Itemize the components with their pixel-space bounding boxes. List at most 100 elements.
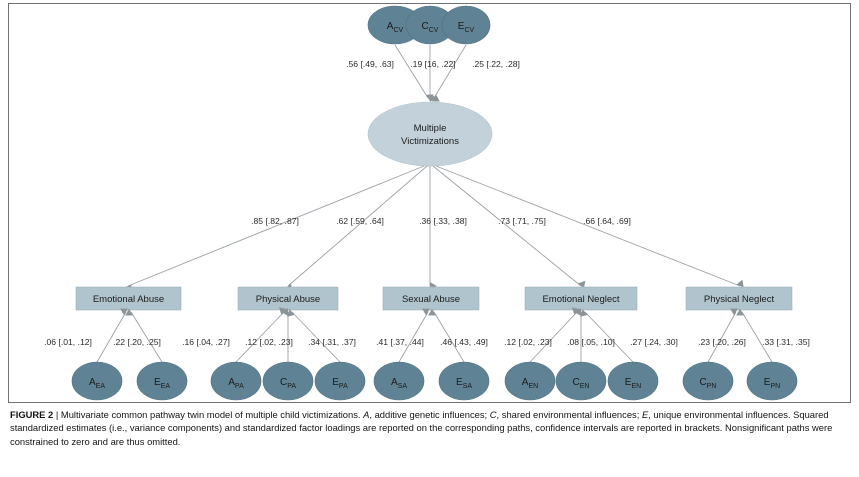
caption-text-4: , unique environmental influences. Squar…	[10, 409, 833, 447]
path-label-CPN: .23 [.20, .26]	[698, 337, 746, 347]
caption-abbr-E: E	[641, 409, 649, 420]
node-EEA[interactable]: EEA	[136, 361, 188, 401]
loading-label-sexual-abuse: .36 [.33, .38]	[419, 216, 467, 226]
path-label-ACV: .56 [.49, .63]	[346, 59, 394, 69]
ellipse-APA	[210, 361, 262, 401]
path-common-to-emotional-abuse	[124, 165, 425, 293]
ellipse-EEA	[136, 361, 188, 401]
ellipse-EPN	[746, 361, 798, 401]
ellipse-ASA	[373, 361, 425, 401]
node-EPA[interactable]: EPA	[314, 361, 366, 401]
node-EPN[interactable]: EPN	[746, 361, 798, 401]
path-label-CEN: .08 [.05, .10]	[567, 337, 615, 347]
path-APA-to-physical-abuse	[235, 307, 287, 363]
caption-figure-number: FIGURE 2	[10, 409, 54, 420]
node-sexual-abuse[interactable]: Sexual Abuse	[382, 286, 480, 311]
node-AEN-label: AEN	[522, 377, 538, 390]
ellipse-CEN	[555, 361, 607, 401]
node-physical-abuse[interactable]: Physical Abuse	[237, 286, 339, 311]
common-factor-label: Multiple	[414, 123, 447, 134]
specific-paths-group	[96, 307, 773, 363]
path-label-AEA: .06 [.01, .12]	[44, 337, 92, 347]
caption-separator: |	[53, 409, 61, 420]
node-CPN[interactable]: CPN	[682, 361, 734, 401]
path-common-to-physical-neglect	[435, 165, 744, 288]
path-label-EPA: .34 [.31, .37]	[308, 337, 356, 347]
ellipse-EPA	[314, 361, 366, 401]
node-ACV[interactable]: ACV	[367, 5, 423, 45]
path-label-ECV: .25 [.22, .28]	[472, 59, 520, 69]
path-label-CPA: .12 [.02, .23]	[245, 337, 293, 347]
loading-label-physical-neglect: .66 [.64, .69]	[583, 216, 631, 226]
path-label-CCV: .19 [16, .22]	[410, 59, 455, 69]
node-CEN-label: CEN	[573, 377, 590, 390]
path-label-EEA: .22 [.20, .25]	[113, 337, 161, 347]
path-AEN-to-emotional-neglect	[529, 307, 580, 363]
loading-label-physical-abuse: .62 [.59, .64]	[336, 216, 384, 226]
node-APA[interactable]: APA	[210, 361, 262, 401]
path-EEA-to-emotional-abuse	[125, 308, 163, 363]
rect-label-sexual-abuse: Sexual Abuse	[402, 294, 460, 305]
path-ACV-to-common	[394, 44, 434, 102]
path-CPN-to-physical-neglect	[707, 308, 738, 363]
path-common-to-physical-abuse	[285, 165, 428, 292]
node-APA-label: APA	[228, 377, 244, 390]
path-label-AEN: .12 [.02, .23]	[504, 337, 552, 347]
path-common-to-emotional-neglect	[432, 165, 586, 289]
node-EPN-label: EPN	[764, 377, 780, 390]
node-CPN-label: CPN	[700, 377, 717, 390]
top-paths-group	[394, 44, 467, 102]
rect-label-physical-abuse: Physical Abuse	[256, 294, 320, 305]
node-EPA-label: EPA	[332, 377, 348, 390]
caption-text-2: , additive genetic influences;	[369, 409, 490, 420]
path-label-APA: .16 [.04, .27]	[182, 337, 230, 347]
path-EPN-to-physical-neglect	[736, 308, 773, 363]
path-EEN-to-emotional-neglect	[580, 309, 634, 363]
rect-label-emotional-abuse: Emotional Abuse	[93, 294, 164, 305]
path-AEA-to-emotional-abuse	[96, 308, 128, 363]
node-EEA-label: EEA	[154, 377, 170, 390]
loading-label-emotional-neglect: .73 [.71, .75]	[498, 216, 546, 226]
ellipse-EEN	[607, 361, 659, 401]
node-CPA[interactable]: CPA	[262, 361, 314, 401]
caption-abbr-A: A	[363, 409, 370, 420]
path-label-EPN: .33 [.31, .35]	[762, 337, 810, 347]
ellipse-ESA	[438, 361, 490, 401]
ellipse-ECV	[441, 5, 491, 45]
path-label-ESA: .46 [.43, .49]	[440, 337, 488, 347]
loading-paths-group	[124, 165, 744, 293]
loading-label-emotional-abuse: .85 [.82, .87]	[251, 216, 299, 226]
rect-label-emotional-neglect: Emotional Neglect	[542, 294, 619, 305]
node-CEN[interactable]: CEN	[555, 361, 607, 401]
path-label-ASA: .41 [.37, .44]	[376, 337, 424, 347]
caption-text-3: , shared environmental influences;	[496, 409, 642, 420]
common-factor-label-2: Victimizations	[401, 136, 459, 147]
node-AEA[interactable]: AEA	[71, 361, 123, 401]
ellipse-CPN	[682, 361, 734, 401]
node-ASA[interactable]: ASA	[373, 361, 425, 401]
node-multiple-victimizations[interactable]: Multiple Victimizations	[367, 101, 493, 167]
node-AEA-label: AEA	[89, 377, 105, 390]
node-ESA-label: ESA	[456, 377, 472, 390]
rect-label-physical-neglect: Physical Neglect	[704, 294, 775, 305]
node-emotional-abuse[interactable]: Emotional Abuse	[75, 286, 182, 311]
ellipse-CPA	[262, 361, 314, 401]
path-EPA-to-physical-abuse	[287, 309, 341, 363]
node-physical-neglect[interactable]: Physical Neglect	[685, 286, 793, 311]
node-ASA-label: ASA	[391, 377, 407, 390]
path-diagram: ACV CCV ECV .56 [.49, .63] .19 [16, .22]…	[44, 5, 810, 401]
figure-caption: FIGURE 2 | Multivariate common pathway t…	[10, 408, 850, 448]
node-AEN[interactable]: AEN	[504, 361, 556, 401]
ellipse-AEN	[504, 361, 556, 401]
path-label-EEN: .27 [.24, .30]	[630, 337, 678, 347]
path-ESA-to-sexual-abuse	[428, 308, 465, 363]
node-EEN-label: EEN	[625, 377, 641, 390]
node-ECV[interactable]: ECV	[441, 5, 491, 45]
node-EEN[interactable]: EEN	[607, 361, 659, 401]
node-emotional-neglect[interactable]: Emotional Neglect	[524, 286, 638, 311]
node-ECV-label: ECV	[458, 21, 475, 34]
node-ESA[interactable]: ESA	[438, 361, 490, 401]
ellipse-AEA	[71, 361, 123, 401]
node-CPA-label: CPA	[280, 377, 296, 390]
